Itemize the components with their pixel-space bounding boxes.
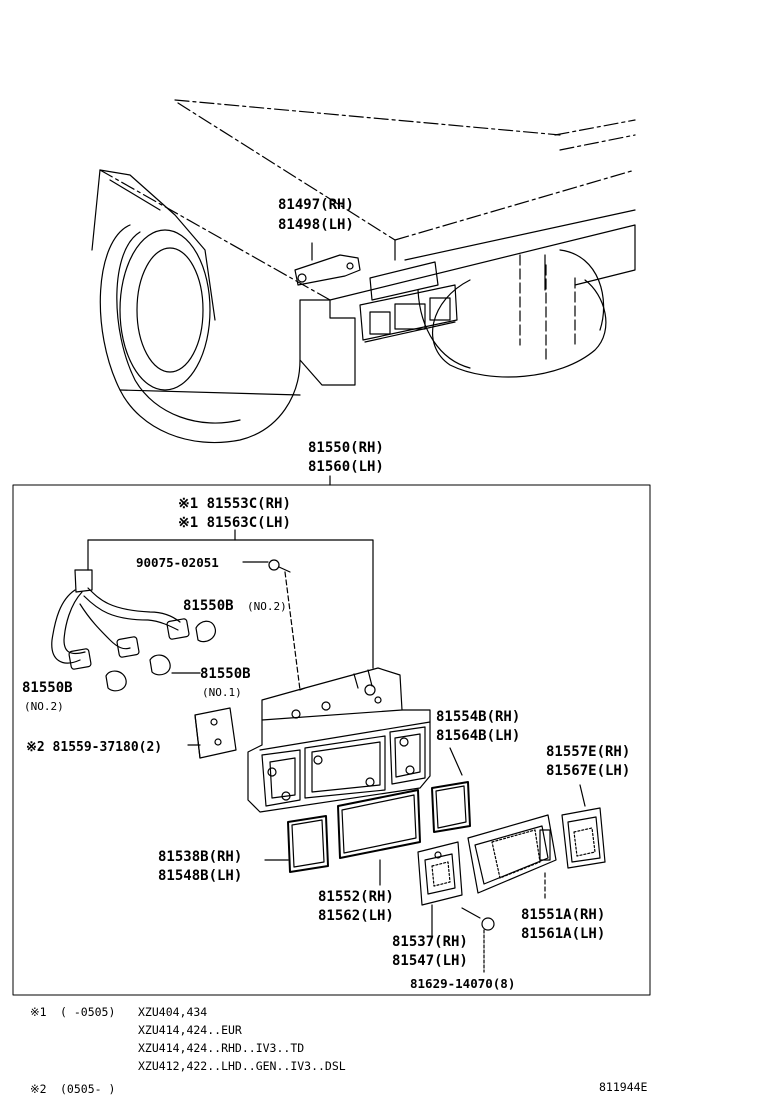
- label-bulb-no1-tag: (NO.1): [202, 686, 242, 699]
- lens-81552: [337, 789, 421, 859]
- lamp-housing: [247, 667, 431, 813]
- label-bulb-no2-b-tag: (NO.2): [24, 700, 64, 713]
- label-81564b: 81564B(LH): [436, 728, 521, 744]
- lens-81538b: [287, 815, 329, 873]
- label-81498: 81498(LH): [278, 217, 354, 233]
- bracket-81559: [187, 707, 237, 759]
- label-81553c: ※1 81553C(RH): [178, 496, 291, 512]
- label-81548b: 81548B(LH): [158, 868, 243, 884]
- screw-81629: [461, 907, 495, 973]
- figure-id: 811944E: [599, 1080, 648, 1094]
- label-81550: 81550(RH): [308, 440, 384, 456]
- label-81562: 81562(LH): [318, 908, 394, 924]
- note2-range: (0505- ): [60, 1082, 116, 1096]
- label-90075: 90075-02051: [136, 555, 219, 570]
- note1-line1: XZU404,434: [138, 1005, 208, 1019]
- lens-81557e: [561, 784, 606, 869]
- label-81563c: ※1 81563C(LH): [178, 515, 291, 531]
- wire-harness: [51, 539, 217, 692]
- label-81551a: 81551A(RH): [521, 907, 606, 923]
- note1-line2: XZU414,424..EUR: [138, 1023, 242, 1037]
- bracket-81497: [294, 242, 361, 286]
- label-81554b: 81554B(RH): [436, 709, 521, 725]
- vehicle-illustration: [91, 99, 636, 444]
- label-bulb-no2-a-tag: (NO.2): [247, 600, 287, 613]
- note1-line4: XZU412,422..LHD..GEN..IV3..DSL: [138, 1059, 346, 1073]
- label-81547: 81547(LH): [392, 953, 468, 969]
- label-bulb-no2-b: 81550B: [22, 680, 73, 696]
- label-bulb-no2-a: 81550B: [183, 598, 234, 614]
- label-81538b: 81538B(RH): [158, 849, 243, 865]
- note1-range: ( -0505): [60, 1005, 116, 1019]
- label-81557e: 81557E(RH): [546, 744, 631, 760]
- label-81559: ※2 81559-37180(2): [26, 740, 163, 755]
- installed-lamp: [359, 261, 458, 343]
- label-81629: 81629-14070(8): [410, 976, 516, 991]
- label-bulb-no1: 81550B: [200, 666, 251, 682]
- assembly-frame: [12, 484, 651, 996]
- label-81537: 81537(RH): [392, 934, 468, 950]
- label-81497: 81497(RH): [278, 197, 354, 213]
- screw-90075: [242, 559, 301, 691]
- lens-81554b: [431, 781, 471, 833]
- lens-81551a: [467, 814, 557, 901]
- label-81560: 81560(LH): [308, 459, 384, 475]
- label-81567e: 81567E(LH): [546, 763, 631, 779]
- label-81552: 81552(RH): [318, 889, 394, 905]
- note1-line3: XZU414,424..RHD..IV3..TD: [138, 1041, 305, 1055]
- note1-mark: ※1: [30, 1005, 47, 1019]
- label-81561a: 81561A(LH): [521, 926, 606, 942]
- note2-mark: ※2: [30, 1082, 47, 1096]
- lens-81537: [417, 841, 463, 936]
